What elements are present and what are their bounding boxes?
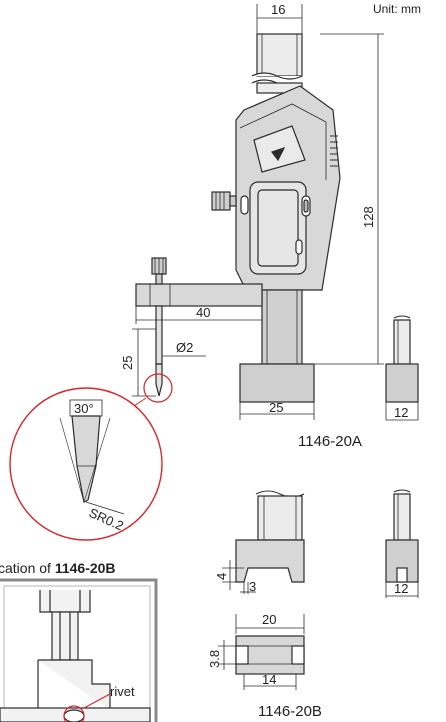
dim-40: 40 [196, 305, 210, 320]
front-view-dimensions [132, 33, 384, 420]
dim-3: 3 [249, 579, 256, 594]
dim-16: 16 [271, 2, 285, 17]
dim-25-probe: 25 [120, 356, 135, 370]
dim-12-side: 12 [394, 405, 408, 420]
application-title: cation of 1146-20B [0, 560, 116, 576]
caption-1146-20b: 1146-20B [258, 703, 322, 720]
dim-20: 20 [262, 612, 276, 627]
rivet-callout [63, 693, 111, 722]
dim-128: 128 [361, 206, 376, 228]
dim-4: 4 [214, 573, 229, 580]
dim-25-base: 25 [269, 400, 283, 415]
rivet-label: rivet [110, 684, 135, 699]
dim-dia-2: Ø2 [176, 340, 193, 355]
model-b-bottom-view [218, 614, 305, 690]
dim-12-b: 12 [394, 581, 408, 596]
application-photo-panel [0, 578, 158, 722]
model-b-front-view [222, 490, 305, 594]
dim-3-8: 3.8 [207, 650, 222, 668]
model-b-side-view [385, 489, 419, 598]
dim-14: 14 [262, 672, 276, 687]
gauge-front-view [135, 4, 341, 403]
gauge-side-view [385, 315, 419, 421]
application-title-model: 1146-20B [55, 560, 116, 576]
unit-label: Unit: mm [373, 2, 421, 16]
caption-1146-20a: 1146-20A [298, 433, 362, 450]
probe-tip-detail [9, 373, 173, 541]
angle-30: 30° [74, 401, 94, 416]
application-title-prefix: cation of [0, 560, 55, 576]
